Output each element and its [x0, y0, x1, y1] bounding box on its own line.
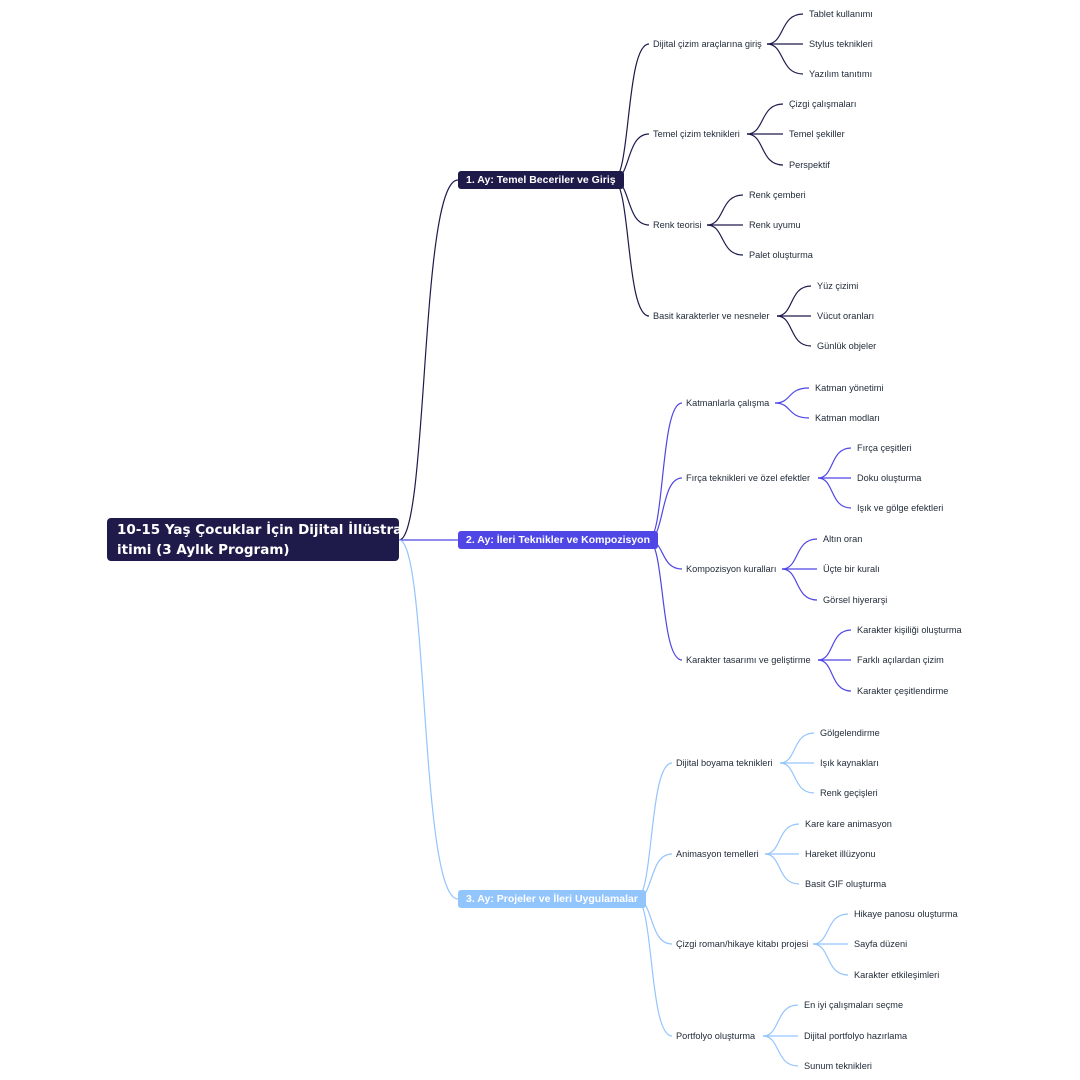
- leaf-node[interactable]: Yazılım tanıtımı: [809, 69, 873, 79]
- leaf-node[interactable]: Karakter çeşitlendirme: [857, 686, 949, 696]
- topic-to-leaf-connector: [776, 315, 812, 347]
- topic-to-leaf-connector: [762, 1035, 799, 1067]
- leaf-node[interactable]: Vücut oranları: [817, 311, 875, 321]
- leaf-node[interactable]: Katman modları: [815, 413, 880, 423]
- topic-to-leaf-connector: [766, 43, 804, 75]
- topic-to-leaf-connector: [817, 477, 852, 509]
- leaf-node[interactable]: Altın oran: [823, 534, 863, 544]
- topic-to-leaf-connector: [774, 402, 810, 419]
- leaf-node[interactable]: Hareket illüzyonu: [805, 849, 876, 859]
- leaf-node[interactable]: Sunum teknikleri: [804, 1061, 872, 1071]
- leaf-node[interactable]: Stylus teknikleri: [809, 39, 873, 49]
- topic-to-leaf-connector: [817, 659, 852, 692]
- month-to-topic-connector: [612, 179, 650, 317]
- leaf-node[interactable]: Kare kare animasyon: [805, 819, 892, 829]
- root-node[interactable]: 10-15 Yaş Çocuklar İçin Dijital İllüstra…: [107, 518, 399, 561]
- leaf-node[interactable]: En iyi çalışmaları seçme: [804, 1000, 904, 1010]
- topic-to-leaf-connector: [779, 732, 815, 764]
- topic-to-leaf-connector: [774, 387, 810, 404]
- leaf-node[interactable]: Yüz çizimi: [817, 281, 859, 291]
- root-to-month-connector: [398, 179, 459, 541]
- topic-to-leaf-connector: [764, 853, 800, 885]
- leaf-node[interactable]: Işık ve gölge efektleri: [857, 503, 944, 513]
- leaf-node[interactable]: Hikaye panosu oluşturma: [854, 909, 958, 919]
- root-title-line1: 10-15 Yaş Çocuklar İçin Dijital İllüstra…: [117, 522, 399, 538]
- topic-node[interactable]: Dijital çizim araçlarına giriş: [653, 39, 762, 49]
- topic-to-leaf-connector: [746, 103, 784, 135]
- topic-node[interactable]: Renk teorisi: [653, 220, 702, 230]
- topic-node[interactable]: Çizgi roman/hikaye kitabı projesi: [676, 939, 809, 949]
- leaf-node[interactable]: Karakter etkileşimleri: [854, 970, 940, 980]
- leaf-node[interactable]: Renk geçişleri: [820, 788, 878, 798]
- leaf-node[interactable]: Farklı açılardan çizim: [857, 655, 944, 665]
- month-node[interactable]: 2. Ay: İleri Teknikler ve Kompozisyon: [458, 531, 659, 549]
- leaf-node[interactable]: Üçte bir kuralı: [823, 564, 880, 574]
- topic-to-leaf-connector: [817, 629, 852, 661]
- topic-to-leaf-connector: [766, 13, 804, 45]
- leaf-node[interactable]: Renk çemberi: [749, 190, 806, 200]
- leaf-node[interactable]: Perspektif: [789, 160, 830, 170]
- topic-to-leaf-connector: [776, 285, 812, 317]
- leaf-node[interactable]: Sayfa düzeni: [854, 939, 908, 949]
- topic-node[interactable]: Fırça teknikleri ve özel efektler: [686, 473, 811, 483]
- month-to-topic-connector: [612, 43, 650, 181]
- topic-to-leaf-connector: [781, 568, 818, 601]
- topic-node[interactable]: Kompozisyon kuralları: [686, 564, 777, 574]
- topic-to-leaf-connector: [764, 823, 800, 855]
- topic-node[interactable]: Portfolyo oluşturma: [676, 1031, 756, 1041]
- leaf-node[interactable]: Temel şekiller: [789, 129, 845, 139]
- month-to-topic-connector: [635, 898, 673, 1037]
- topic-node[interactable]: Katmanlarla çalışma: [686, 398, 770, 408]
- topic-node[interactable]: Basit karakterler ve nesneler: [653, 311, 770, 321]
- topic-to-leaf-connector: [706, 194, 744, 226]
- leaf-node[interactable]: Fırça çeşitleri: [857, 443, 912, 453]
- leaf-node[interactable]: Günlük objeler: [817, 341, 877, 351]
- month-node[interactable]: 1. Ay: Temel Beceriler ve Giriş: [458, 171, 624, 189]
- leaf-node[interactable]: Tablet kullanımı: [809, 9, 873, 19]
- topic-to-leaf-connector: [779, 762, 815, 794]
- leaf-node[interactable]: Basit GIF oluşturma: [805, 879, 887, 889]
- root-to-month-connector: [398, 539, 459, 900]
- topic-to-leaf-connector: [781, 538, 818, 570]
- leaf-node[interactable]: Renk uyumu: [749, 220, 801, 230]
- topic-to-leaf-connector: [746, 133, 784, 166]
- month-node[interactable]: 3. Ay: Projeler ve İleri Uygulamalar: [458, 890, 646, 908]
- topic-to-leaf-connector: [817, 447, 852, 479]
- month-to-topic-connector: [647, 402, 683, 541]
- root-title-line2: itimi (3 Aylık Program): [117, 542, 290, 558]
- topic-to-leaf-connector: [706, 224, 744, 256]
- month-to-topic-connector: [635, 762, 673, 900]
- leaf-node[interactable]: Palet oluşturma: [749, 250, 813, 260]
- leaf-node[interactable]: Gölgelendirme: [820, 728, 880, 738]
- topic-to-leaf-connector: [812, 913, 849, 945]
- topic-node[interactable]: Dijital boyama teknikleri: [676, 758, 773, 768]
- leaf-node[interactable]: Dijital portfolyo hazırlama: [804, 1031, 908, 1041]
- topic-to-leaf-connector: [812, 943, 849, 976]
- topic-node[interactable]: Karakter tasarımı ve geliştirme: [686, 655, 811, 665]
- leaf-node[interactable]: Katman yönetimi: [815, 383, 884, 393]
- topic-node[interactable]: Animasyon temelleri: [676, 849, 759, 859]
- leaf-node[interactable]: Çizgi çalışmaları: [789, 99, 857, 109]
- topic-to-leaf-connector: [762, 1004, 799, 1037]
- leaf-node[interactable]: Işık kaynakları: [820, 758, 879, 768]
- leaf-node[interactable]: Görsel hiyerarşi: [823, 595, 888, 605]
- leaf-node[interactable]: Doku oluşturma: [857, 473, 922, 483]
- topic-node[interactable]: Temel çizim teknikleri: [653, 129, 740, 139]
- leaf-node[interactable]: Karakter kişiliği oluşturma: [857, 625, 962, 635]
